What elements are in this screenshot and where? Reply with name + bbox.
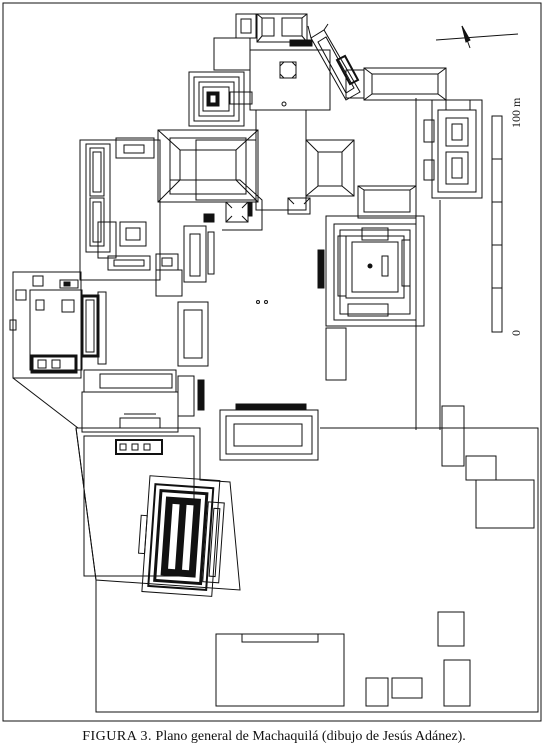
west-palace	[9, 271, 177, 429]
north-arrow-icon	[435, 25, 519, 49]
south-plaza	[95, 405, 539, 713]
west-complex	[79, 137, 215, 367]
scale-top-label: 100 m	[509, 97, 523, 128]
figure-border	[2, 2, 542, 722]
north-acropolis	[188, 13, 447, 127]
scale-bottom-label: 0	[509, 330, 523, 336]
south-platform	[75, 327, 347, 597]
central-pyramid	[157, 109, 355, 231]
scale-bar: 100 m 0	[491, 97, 523, 336]
east-structures	[415, 98, 483, 430]
caption-text: Plano general de Machaquilá (dibujo de J…	[155, 729, 466, 744]
east-courtyard	[317, 185, 425, 327]
figure-label: FIGURA 3.	[82, 729, 153, 744]
figure-caption: FIGURA 3. Plano general de Machaquilá (d…	[0, 729, 548, 745]
